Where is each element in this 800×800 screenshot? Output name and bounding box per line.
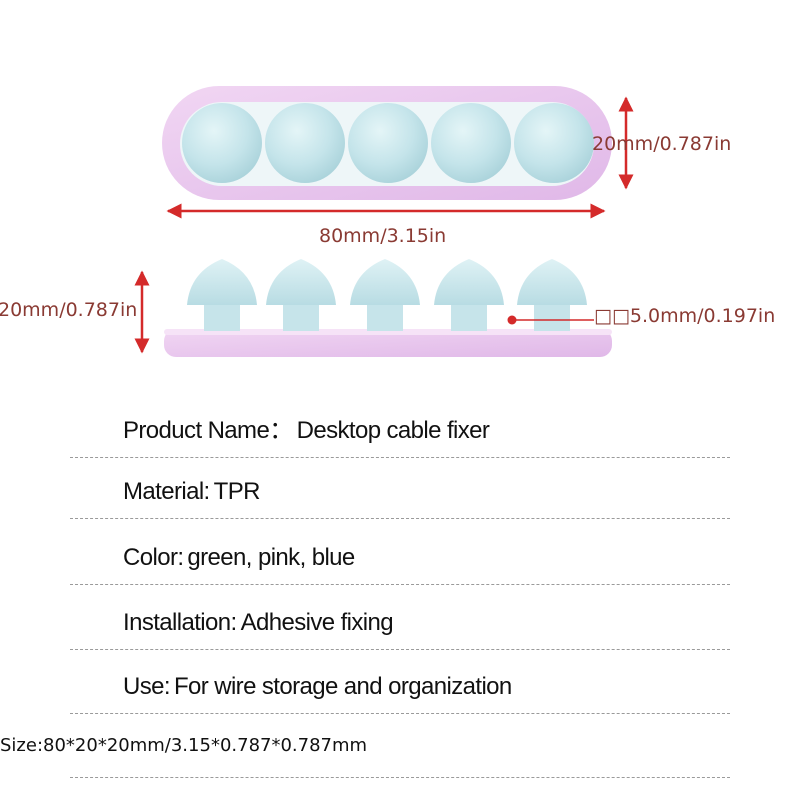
spec-row-color: Color:green, pink, blue bbox=[70, 521, 730, 585]
side-view-base bbox=[164, 329, 612, 357]
spec-value: TPR bbox=[213, 478, 261, 505]
top-height-label: 20mm/0.787in bbox=[592, 133, 731, 155]
spec-installation: Installation:Adhesive fixing bbox=[123, 609, 394, 637]
side-view bbox=[164, 259, 612, 357]
side-knob-5 bbox=[517, 259, 587, 331]
spec-row-installation: Installation:Adhesive fixing bbox=[70, 586, 730, 650]
spec-product-name: Product Name：Desktop cable fixer bbox=[123, 410, 490, 445]
side-height-label: 20mm/0.787in bbox=[0, 299, 137, 321]
side-knob-3 bbox=[350, 259, 420, 331]
spec-row-use: Use:For wire storage and organization bbox=[70, 650, 730, 714]
side-knob-2 bbox=[266, 259, 336, 331]
size-spec: Size:80*20*20mm/3.15*0.787*0.787mm bbox=[0, 735, 368, 756]
spec-label: Product Name： bbox=[123, 417, 293, 444]
spec-label: Use: bbox=[123, 673, 171, 700]
spec-label: Color: bbox=[123, 544, 184, 571]
spec-value: green, pink, blue bbox=[187, 544, 355, 571]
spec-value: For wire storage and organization bbox=[173, 673, 512, 700]
spec-row-product-name: Product Name：Desktop cable fixer bbox=[70, 394, 730, 458]
spec-label: Material: bbox=[123, 478, 210, 505]
side-knob-4 bbox=[434, 259, 504, 331]
top-knob-4 bbox=[431, 103, 511, 183]
top-knob-5 bbox=[514, 103, 594, 183]
side-knob-1 bbox=[187, 259, 257, 331]
top-knob-2 bbox=[265, 103, 345, 183]
length-label: 80mm/3.15in bbox=[319, 225, 446, 247]
spec-color: Color:green, pink, blue bbox=[123, 544, 355, 572]
spec-use: Use:For wire storage and organization bbox=[123, 673, 512, 701]
hole-diameter-label: □□5.0mm/0.197in bbox=[594, 305, 775, 327]
spec-row-material: Material:TPR bbox=[70, 455, 730, 519]
top-view bbox=[162, 86, 612, 200]
product-diagram: 20mm/0.787in 80mm/3.15in 20mm/0.787in bbox=[0, 86, 775, 357]
spec-material: Material:TPR bbox=[123, 478, 260, 506]
spec-value: Desktop cable fixer bbox=[296, 417, 490, 444]
spec-label: Installation: bbox=[123, 609, 237, 636]
size-divider bbox=[70, 777, 730, 778]
top-knob-1 bbox=[182, 103, 262, 183]
spec-value: Adhesive fixing bbox=[240, 609, 394, 636]
top-knob-3 bbox=[348, 103, 428, 183]
